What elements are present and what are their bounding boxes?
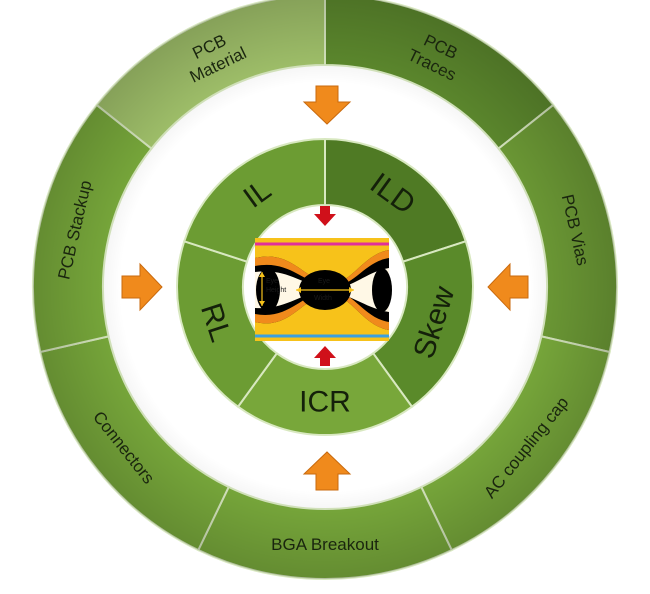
orange-arrow-right <box>487 262 529 312</box>
inner-segment-icr <box>236 351 414 436</box>
inner-segment-il <box>182 137 326 263</box>
inner-segment-rl <box>176 240 279 409</box>
red-arrow-bottom <box>314 346 336 366</box>
inner-segment-skew <box>371 240 474 409</box>
outer-segment-pcb-vias <box>497 103 618 354</box>
outer-segment-pcb-stackup <box>32 103 153 354</box>
inner-label-icr: ICR <box>299 386 351 419</box>
red-arrow-top <box>314 206 336 226</box>
orange-arrow-top <box>302 85 352 125</box>
outer-segment-bga-breakout <box>196 485 454 580</box>
orange-arrow-bottom <box>302 451 352 491</box>
outer-label-bga-breakout: BGA Breakout <box>271 535 379 554</box>
orange-arrow-left <box>121 262 163 312</box>
eye-width-label-1: Eye <box>318 278 330 285</box>
eye-height-label-1: Eye <box>266 278 278 285</box>
eye-height-label-2: Height <box>266 287 286 294</box>
eye-diagram: Eye Height Eye Width <box>255 238 392 341</box>
eye-width-label-2: Width <box>314 295 332 302</box>
inner-segment-ild <box>324 137 468 263</box>
